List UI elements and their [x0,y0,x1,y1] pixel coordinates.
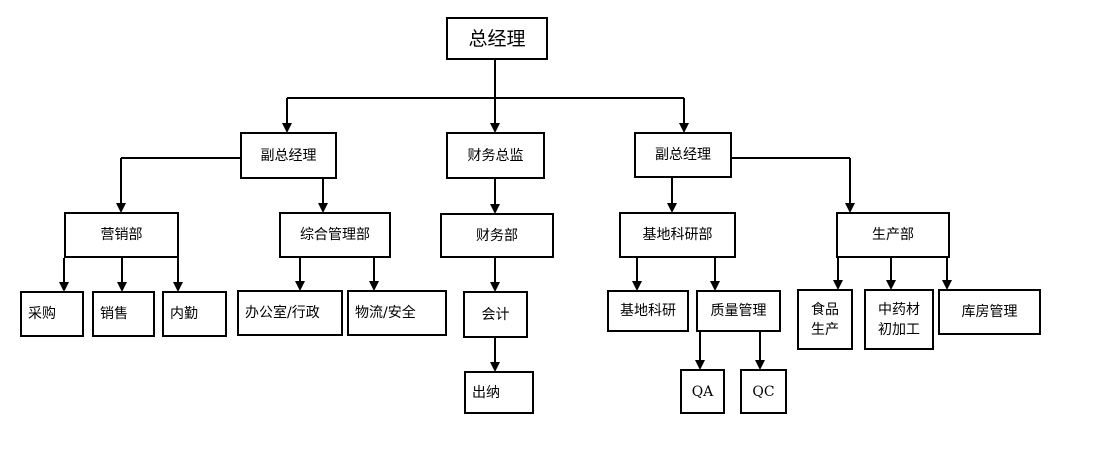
quality-mgmt-box: 质量管理 [696,290,781,332]
accounting-label: 会计 [481,306,510,323]
internal-service-box: 内勤 [162,291,227,337]
finance-director-label: 财务总监 [467,147,524,164]
marketing-dept-box: 营销部 [64,212,179,258]
cashier-label: 出纳 [472,384,500,401]
vp-left-label: 副总经理 [260,147,317,164]
qc-box: QC [740,369,787,414]
ceo-box: 总经理 [446,17,548,60]
office-admin-box: 办公室/行政 [237,290,343,336]
warehouse-mgmt-label: 库房管理 [961,304,1018,320]
herb-processing-label-line2: 初加工 [878,321,920,338]
procurement-label: 采购 [28,306,56,322]
qa-label: QA [691,383,714,400]
cashier-box: 出纳 [464,371,534,414]
quality-mgmt-label: 质量管理 [710,303,767,319]
herb-processing-box: 中药材 初加工 [864,289,934,350]
vp-right-box: 副总经理 [634,132,732,178]
finance-dept-box: 财务部 [440,213,554,258]
food-production-label-line2: 生产 [811,321,839,338]
finance-dept-label: 财务部 [476,227,518,244]
food-production-box: 食品 生产 [797,289,853,350]
general-mgmt-dept-box: 综合管理部 [279,212,391,258]
production-dept-box: 生产部 [836,212,950,258]
logistics-safety-label: 物流/安全 [355,305,416,321]
warehouse-mgmt-box: 库房管理 [938,289,1041,335]
herb-processing-label-line1: 中药材 [878,301,920,318]
ceo-label: 总经理 [468,27,526,50]
procurement-box: 采购 [20,291,84,337]
finance-director-box: 财务总监 [446,132,545,179]
logistics-safety-box: 物流/安全 [347,290,447,336]
research-dept-box: 基地科研部 [619,212,736,258]
sales-box: 销售 [92,291,155,337]
internal-service-label: 内勤 [170,306,198,322]
office-admin-label: 办公室/行政 [245,305,320,321]
qc-label: QC [752,383,775,400]
qa-box: QA [680,369,725,414]
marketing-dept-label: 营销部 [100,227,143,243]
sales-label: 销售 [100,306,128,322]
production-dept-label: 生产部 [872,227,914,243]
accounting-box: 会计 [463,291,528,338]
food-production-label-line1: 食品 [811,301,839,318]
vp-right-label: 副总经理 [655,147,711,163]
general-mgmt-dept-label: 综合管理部 [300,227,370,243]
base-research-label: 基地科研 [620,303,676,319]
research-dept-label: 基地科研部 [642,227,713,243]
vp-left-box: 副总经理 [240,132,337,179]
base-research-box: 基地科研 [607,290,689,332]
